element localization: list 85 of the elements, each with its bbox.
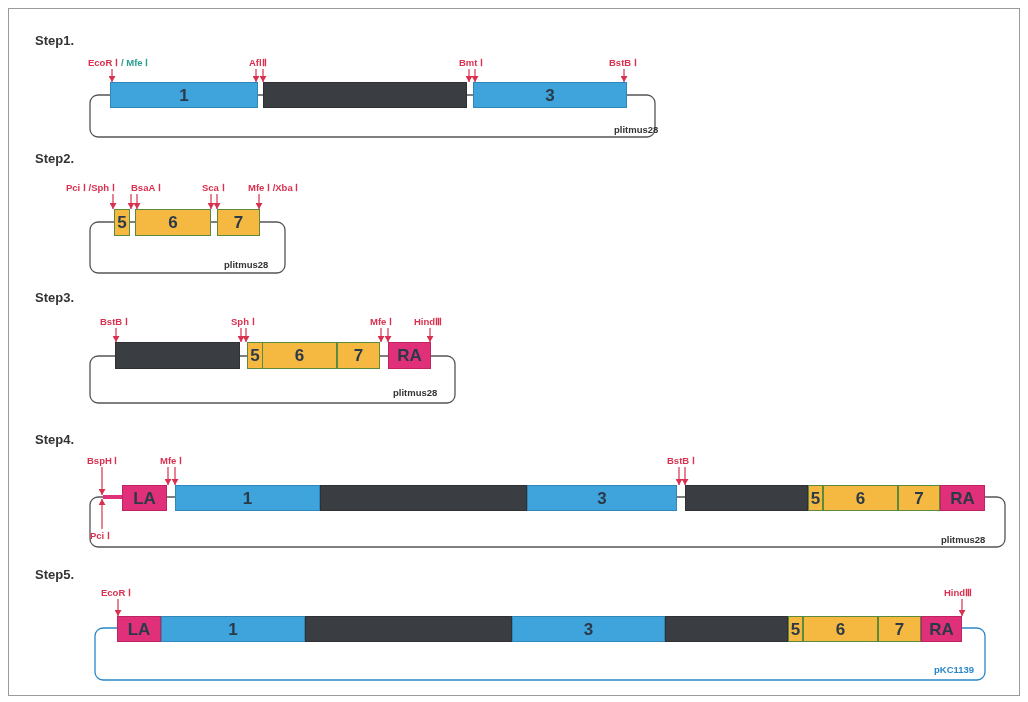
cut-site-arrow [171, 466, 179, 486]
restriction-site-label: BsaA Ⅰ [131, 182, 161, 193]
dna-segment: 7 [217, 209, 260, 236]
dna-segment: 5 [808, 485, 823, 511]
dna-segment: 6 [823, 485, 898, 511]
restriction-site-label: Bmt Ⅰ [459, 57, 484, 68]
dna-segment: 7 [898, 485, 940, 511]
cut-site-arrow [681, 466, 689, 486]
dna-segment: 3 [473, 82, 627, 108]
cut-site-arrow [255, 193, 263, 210]
restriction-site-label: Sph Ⅰ [231, 316, 255, 327]
dna-segment-bar [665, 616, 788, 642]
dna-segment: 3 [527, 485, 677, 511]
dna-segment: LA [122, 485, 167, 511]
cut-site-arrow [207, 193, 215, 210]
restriction-site-label: BstB Ⅰ [100, 316, 128, 327]
cut-site-arrow [620, 68, 628, 83]
cut-site-arrow [384, 327, 392, 343]
step-heading: Step5. [35, 567, 74, 582]
cut-site-arrow [213, 193, 221, 210]
cut-site-arrow [242, 327, 250, 343]
step-heading: Step3. [35, 290, 74, 305]
dna-segment-bar [320, 485, 527, 511]
cut-site-arrow [426, 327, 434, 343]
dna-segment: 6 [803, 616, 878, 642]
restriction-site-label: BspH Ⅰ [87, 455, 118, 466]
dna-segment: 3 [512, 616, 665, 642]
cut-site-arrow [127, 193, 135, 210]
dna-segment-bar [685, 485, 808, 511]
restriction-site-label: Mfe Ⅰ [160, 455, 182, 466]
dna-segment: RA [388, 342, 431, 369]
cut-site-arrow [108, 68, 116, 83]
cut-site-arrow [98, 498, 106, 530]
restriction-site-label: Mfe Ⅰ /Xba Ⅰ [248, 182, 299, 193]
step-heading: Step1. [35, 33, 74, 48]
dna-segment: 6 [262, 342, 337, 369]
restriction-site-label: HindⅢ [944, 587, 973, 598]
dna-segment: 5 [788, 616, 803, 642]
cut-site-arrow [377, 327, 385, 343]
dna-segment: 5 [247, 342, 263, 369]
dna-segment: LA [117, 616, 161, 642]
cut-site-arrow [109, 193, 117, 210]
restriction-site-label: EcoR Ⅰ [88, 57, 118, 68]
cut-site-arrow [259, 68, 267, 83]
dna-segment: 6 [135, 209, 211, 236]
plasmid-name: plitmus28 [393, 387, 438, 398]
restriction-site-label: Pci Ⅰ /Sph Ⅰ [66, 182, 115, 193]
dna-segment: 1 [175, 485, 320, 511]
linker-segment [103, 495, 122, 499]
restriction-site-label: Sca Ⅰ [202, 182, 225, 193]
plasmid-name: plitmus28 [941, 534, 986, 545]
restriction-site-label: BstB Ⅰ [609, 57, 637, 68]
plasmid-name: pKC1139 [934, 664, 975, 675]
cut-site-arrow [252, 68, 260, 83]
dna-segment-bar [305, 616, 512, 642]
restriction-site-label: Pci Ⅰ [90, 530, 110, 541]
cut-site-arrow [98, 466, 106, 496]
dna-segment-bar [263, 82, 467, 108]
plasmid-name: plitmus28 [614, 124, 659, 135]
cut-site-arrow [133, 193, 141, 210]
restriction-site-label: AflⅡ [249, 57, 267, 68]
restriction-site-label: Mfe Ⅰ [370, 316, 392, 327]
step-heading: Step2. [35, 151, 74, 166]
cut-site-arrow [465, 68, 473, 83]
restriction-site-label: HindⅢ [414, 316, 443, 327]
dna-segment: RA [940, 485, 985, 511]
dna-segment: 5 [114, 209, 130, 236]
restriction-site-label: EcoR Ⅰ [101, 587, 131, 598]
dna-segment: 7 [878, 616, 921, 642]
dna-segment: 1 [161, 616, 305, 642]
cut-site-arrow [675, 466, 683, 486]
cut-site-arrow [471, 68, 479, 83]
dna-segment-bar [115, 342, 240, 369]
step-heading: Step4. [35, 432, 74, 447]
cut-site-arrow [237, 327, 245, 343]
dna-segment: 1 [110, 82, 258, 108]
restriction-site-label: / Mfe Ⅰ [120, 57, 149, 68]
plasmid-name: plitmus28 [224, 259, 269, 270]
dna-segment: RA [921, 616, 962, 642]
cut-site-arrow [958, 598, 966, 617]
cut-site-arrow [164, 466, 172, 486]
restriction-site-label: BstB Ⅰ [667, 455, 695, 466]
cut-site-arrow [114, 598, 122, 617]
dna-segment: 7 [337, 342, 380, 369]
cut-site-arrow [112, 327, 120, 343]
